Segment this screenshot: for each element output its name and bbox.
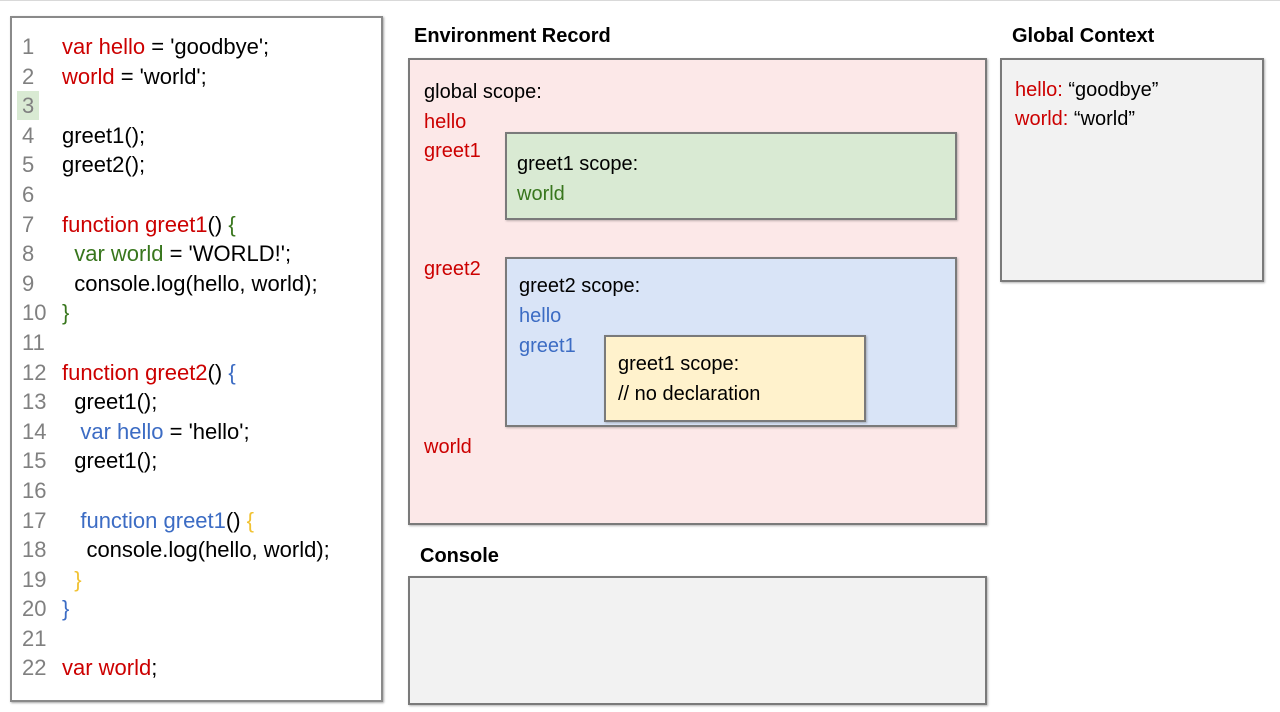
console-output-box	[408, 576, 987, 705]
gc-hello-name: hello:	[1015, 79, 1063, 101]
code-line: 1 var hello = 'goodbye';	[12, 32, 381, 62]
code-line: 17 function greet1() {	[12, 506, 381, 536]
line-number: 3	[17, 91, 62, 121]
code-lines: 1 var hello = 'goodbye'; 2 world = 'world';…	[12, 32, 381, 683]
code-text: }	[62, 596, 70, 622]
code-text: console.log(hello, world);	[62, 270, 318, 296]
code-line: 11	[12, 328, 381, 358]
greet2-scope-box: greet2 scope: hello greet1 greet1 scope:…	[505, 257, 957, 427]
line-number: 19	[22, 566, 47, 592]
code-text: greet1();	[62, 122, 146, 148]
code-line: 8 var world = 'WORLD!';	[12, 239, 381, 269]
code-line: 18 console.log(hello, world);	[12, 535, 381, 565]
global-context-entry-world: world: “world”	[1015, 105, 1262, 134]
code-line: 16	[12, 476, 381, 506]
code-text: }	[74, 566, 82, 592]
line-number: 2	[22, 63, 35, 89]
code-text: world = 'world';	[62, 63, 207, 89]
code-line: 12 function greet2() {	[12, 358, 381, 388]
global-var-hello: hello	[424, 111, 467, 133]
code-text: var world;	[62, 655, 158, 681]
code-line: 20}	[12, 594, 381, 624]
code-line: 2 world = 'world';	[12, 62, 381, 92]
code-line: 22 var world;	[12, 653, 381, 683]
console-title: Console	[420, 545, 499, 567]
greet1-var-world: world	[517, 183, 565, 205]
greet2-scope-label: greet2 scope:	[519, 275, 641, 297]
code-text: }	[62, 300, 70, 326]
code-text: function greet2() {	[62, 359, 236, 385]
line-number: 7	[22, 211, 35, 237]
line-number: 17	[22, 507, 47, 533]
code-line: 10}	[12, 298, 381, 328]
global-scope-box: global scope: hello greet1 greet2 world …	[408, 58, 987, 525]
global-var-greet1: greet1	[424, 140, 481, 162]
gc-hello-value: “goodbye”	[1068, 79, 1159, 101]
code-line: 15 greet1();	[12, 446, 381, 476]
line-number: 11	[22, 329, 45, 355]
greet2-var-greet1: greet1	[519, 335, 576, 357]
line-number: 14	[22, 418, 47, 444]
code-line: 7 function greet1() {	[12, 210, 381, 240]
global-var-greet2: greet2	[424, 258, 481, 280]
inner-greet1-scope-label: greet1 scope:	[618, 353, 740, 375]
code-text: var hello = 'goodbye';	[62, 34, 270, 59]
code-text: var hello = 'hello';	[80, 418, 250, 444]
code-line: 9 console.log(hello, world);	[12, 269, 381, 299]
line-number: 15	[22, 448, 47, 474]
code-text: function greet1() {	[80, 507, 255, 533]
line-number: 9	[22, 270, 35, 296]
line-number: 18	[22, 537, 47, 563]
line-number: 6	[22, 181, 35, 207]
inner-greet1-comment: // no declaration	[618, 383, 761, 405]
code-line: 19 }	[12, 565, 381, 595]
code-text: greet1();	[62, 389, 158, 415]
code-line: 3	[12, 91, 381, 121]
gc-world-value: “world”	[1073, 108, 1136, 130]
global-scope-label: global scope:	[424, 81, 542, 103]
line-number: 13	[22, 389, 47, 415]
gc-world-name: world:	[1015, 108, 1069, 130]
code-line: 14 var hello = 'hello';	[12, 417, 381, 447]
global-context-entry-hello: hello: “goodbye”	[1015, 76, 1262, 105]
code-line: 13 greet1();	[12, 387, 381, 417]
screen-top-edge	[0, 0, 1280, 1]
global-var-world: world	[424, 436, 472, 458]
line-number: 1	[22, 34, 35, 59]
greet1-scope-box: greet1 scope: world	[505, 132, 957, 220]
code-text: greet2();	[62, 152, 146, 178]
line-number: 22	[22, 655, 47, 681]
greet1-scope-label: greet1 scope:	[517, 153, 639, 175]
global-context-title: Global Context	[1012, 25, 1155, 47]
line-number: 10	[22, 300, 47, 326]
code-line: 5 greet2();	[12, 150, 381, 180]
line-number: 16	[22, 477, 47, 503]
inner-greet1-scope-box: greet1 scope: // no declaration	[604, 335, 866, 422]
code-line: 6	[12, 180, 381, 210]
code-line: 4 greet1();	[12, 121, 381, 151]
code-text: greet1();	[62, 448, 158, 474]
code-text: var world = 'WORLD!';	[74, 241, 292, 267]
code-panel: 1 var hello = 'goodbye'; 2 world = 'world';…	[10, 16, 383, 702]
code-text: console.log(hello, world);	[62, 537, 330, 563]
line-number: 20	[22, 596, 47, 622]
line-number: 8	[22, 241, 35, 267]
environment-record-title: Environment Record	[414, 25, 611, 47]
line-number: 5	[22, 152, 35, 178]
line-number: 21	[22, 625, 47, 651]
line-number: 12	[22, 359, 47, 385]
code-text: function greet1() {	[62, 211, 236, 237]
line-number: 4	[22, 122, 35, 148]
greet2-var-hello: hello	[519, 305, 562, 327]
global-context-box: hello: “goodbye” world: “world”	[1000, 58, 1264, 282]
code-line: 21	[12, 624, 381, 654]
